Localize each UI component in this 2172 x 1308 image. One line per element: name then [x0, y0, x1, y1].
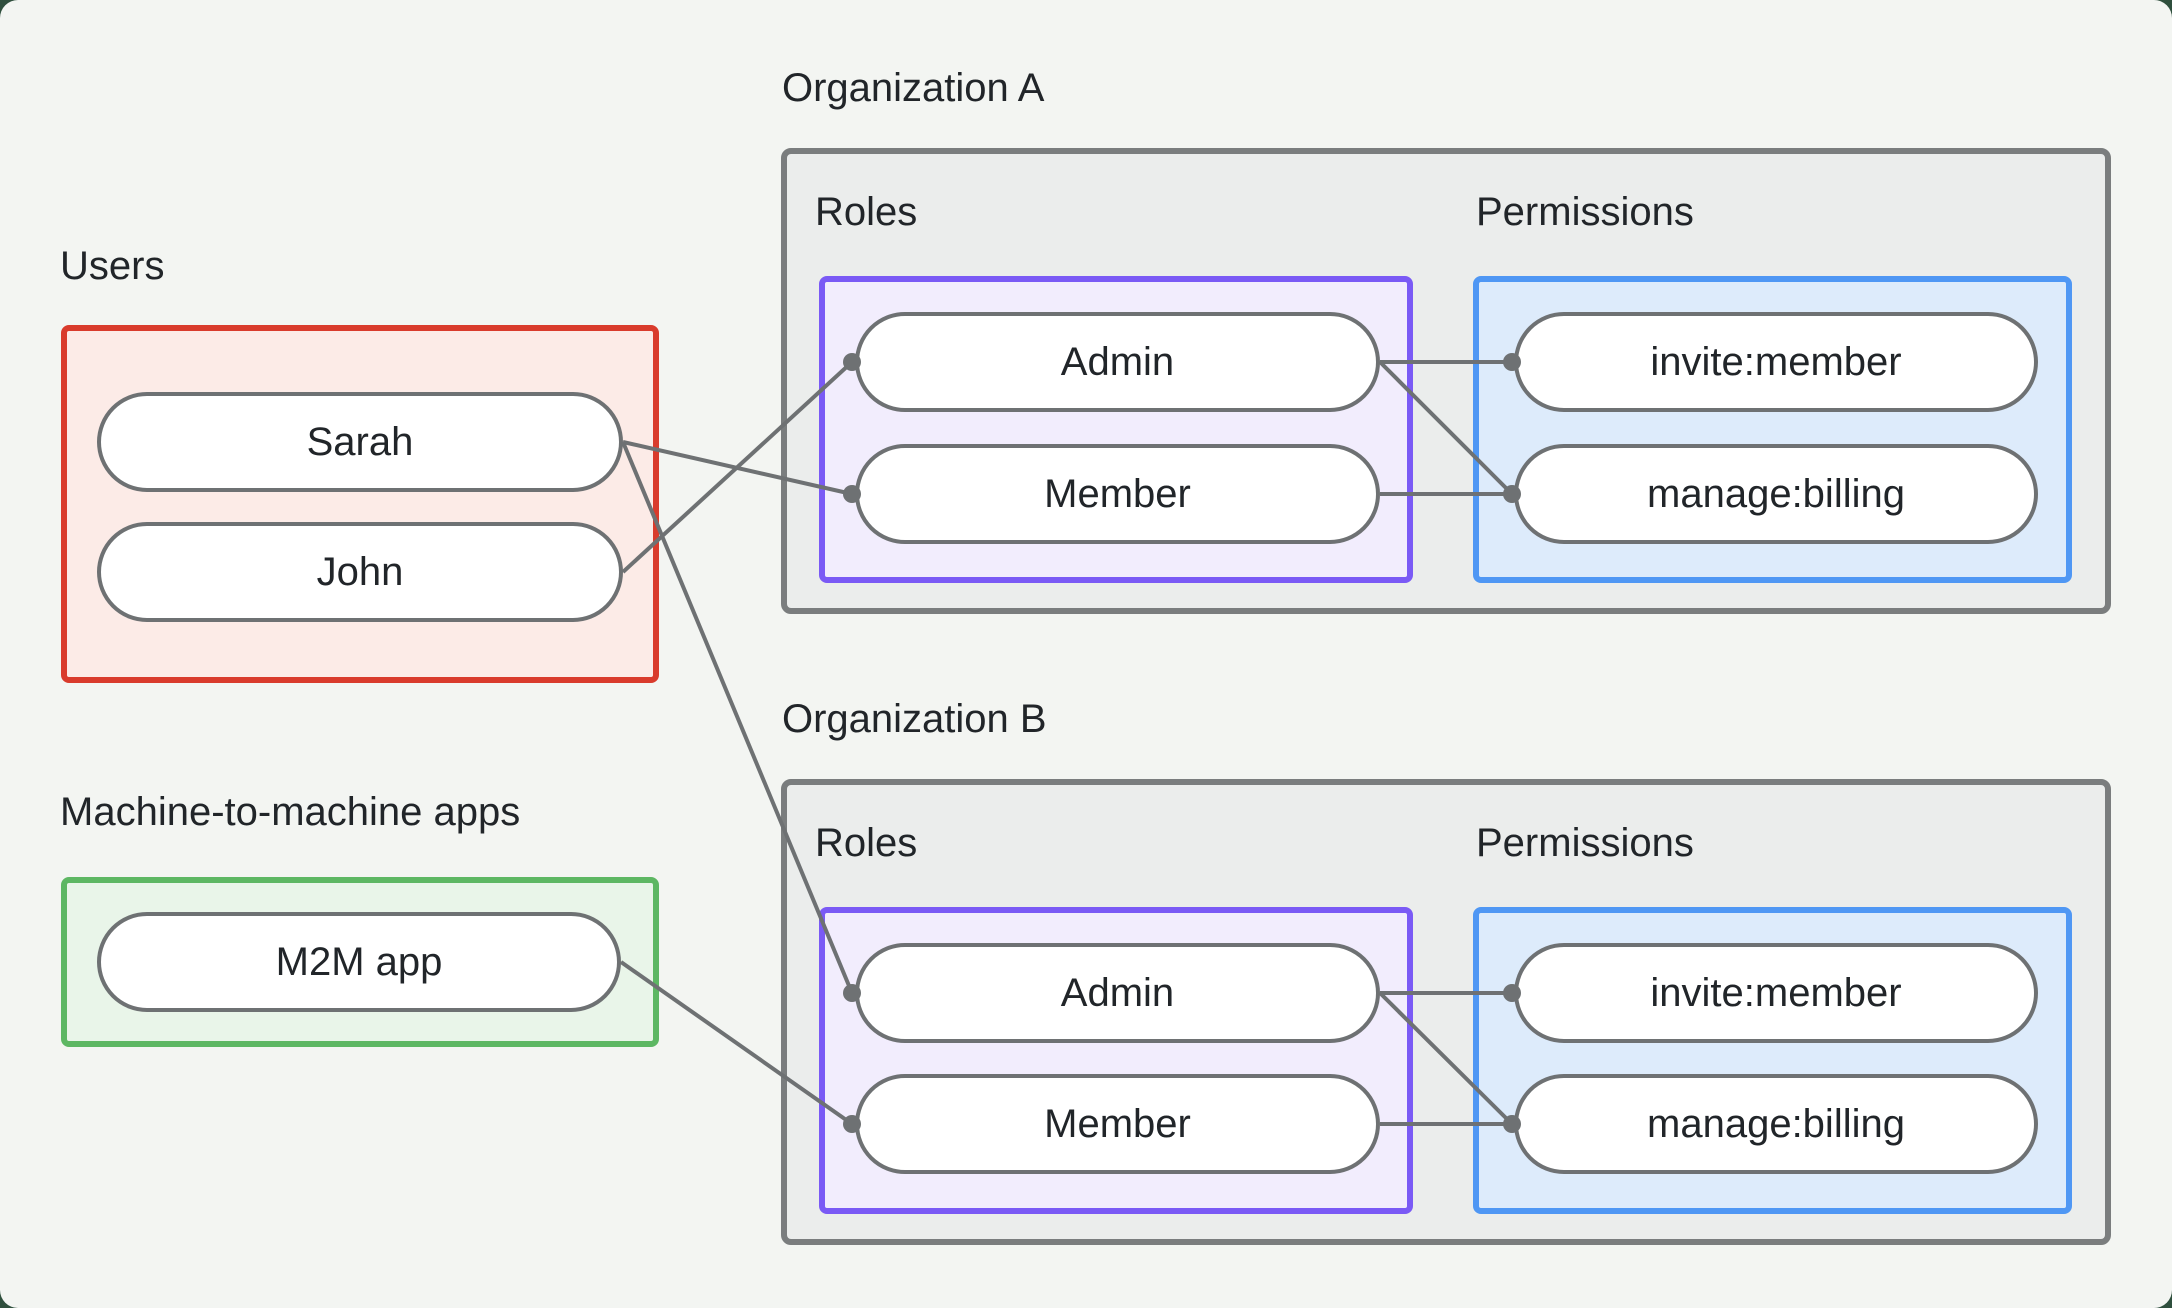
m2m-app-node-label: M2M app — [275, 939, 443, 984]
org-b-permission-manage-billing-label: manage:billing — [1647, 1101, 1905, 1146]
org-a-permission-invite-member: invite:member — [1514, 312, 2038, 412]
org-b-permissions-title: Permissions — [1476, 821, 1694, 865]
org-a-title: Organization A — [782, 66, 1045, 110]
org-a-roles-title: Roles — [815, 190, 918, 234]
org-a-permission-manage-billing: manage:billing — [1514, 444, 2038, 544]
org-a-permission-invite-member-label: invite:member — [1650, 339, 1902, 384]
org-b-permission-manage-billing: manage:billing — [1514, 1074, 2038, 1174]
org-a-role-member-label: Member — [1044, 471, 1191, 516]
org-b-permission-invite-member-label: invite:member — [1650, 970, 1902, 1015]
org-b-role-member: Member — [855, 1074, 1380, 1174]
org-a-permission-manage-billing-label: manage:billing — [1647, 471, 1905, 516]
org-b-title: Organization B — [782, 697, 1047, 741]
m2m-group-title: Machine-to-machine apps — [60, 790, 521, 834]
org-b-permission-invite-member: invite:member — [1514, 943, 2038, 1043]
org-a-role-admin: Admin — [855, 312, 1380, 412]
org-b-role-member-label: Member — [1044, 1101, 1191, 1146]
org-b-role-admin: Admin — [855, 943, 1380, 1043]
user-node-john: John — [97, 522, 623, 622]
user-node-sarah-label: Sarah — [306, 419, 414, 464]
org-a-role-admin-label: Admin — [1060, 339, 1175, 384]
user-node-sarah: Sarah — [97, 392, 623, 492]
org-a-permissions-title: Permissions — [1476, 190, 1694, 234]
org-b-role-admin-label: Admin — [1060, 970, 1175, 1015]
users-group-box — [61, 325, 659, 683]
users-group-title: Users — [60, 244, 165, 288]
m2m-app-node: M2M app — [97, 912, 621, 1012]
org-b-roles-title: Roles — [815, 821, 918, 865]
user-node-john-label: John — [316, 549, 404, 594]
org-a-role-member: Member — [855, 444, 1380, 544]
